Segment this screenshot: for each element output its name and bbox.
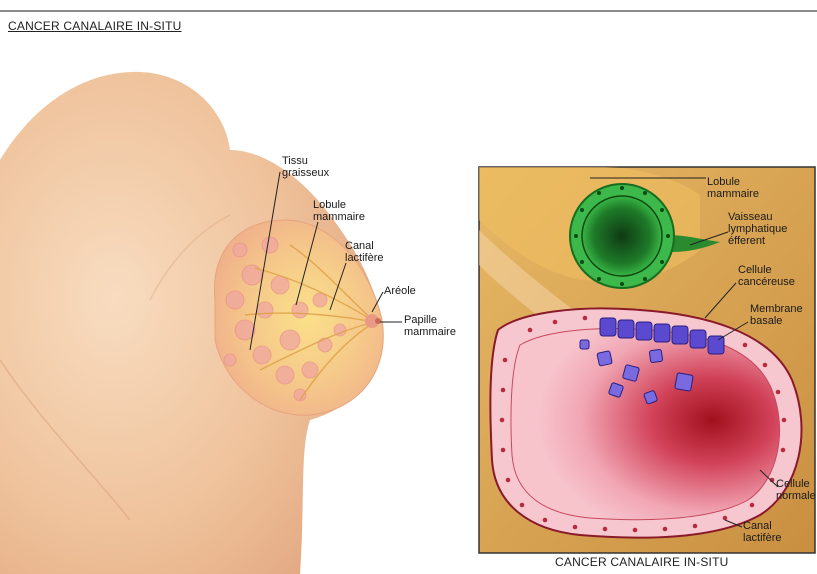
- label-lobule-mammaire: Lobule mammaire: [313, 199, 365, 223]
- label-cellule-normale: Cellule normale: [776, 478, 816, 502]
- label-tissu-graisseux: Tissu graisseux: [282, 155, 329, 179]
- milk-duct: [490, 308, 801, 537]
- label-membrane-basale: Membrane basale: [750, 303, 803, 327]
- label-canal-lactifere: Canal lactifère: [345, 240, 384, 264]
- bottom-caption: CANCER CANALAIRE IN-SITU: [555, 555, 729, 569]
- label-detail-canal: Canal lactifère: [743, 520, 782, 544]
- label-vaisseau-lymphatique: Vaisseau lymphatique éfferent: [728, 211, 787, 247]
- nipple-shape: [375, 318, 381, 324]
- label-cellule-cancereuse: Cellule cancéreuse: [738, 264, 795, 288]
- label-detail-lobule: Lobule mammaire: [707, 176, 759, 200]
- label-areole: Aréole: [384, 285, 416, 297]
- label-papille-mammaire: Papille mammaire: [404, 314, 456, 338]
